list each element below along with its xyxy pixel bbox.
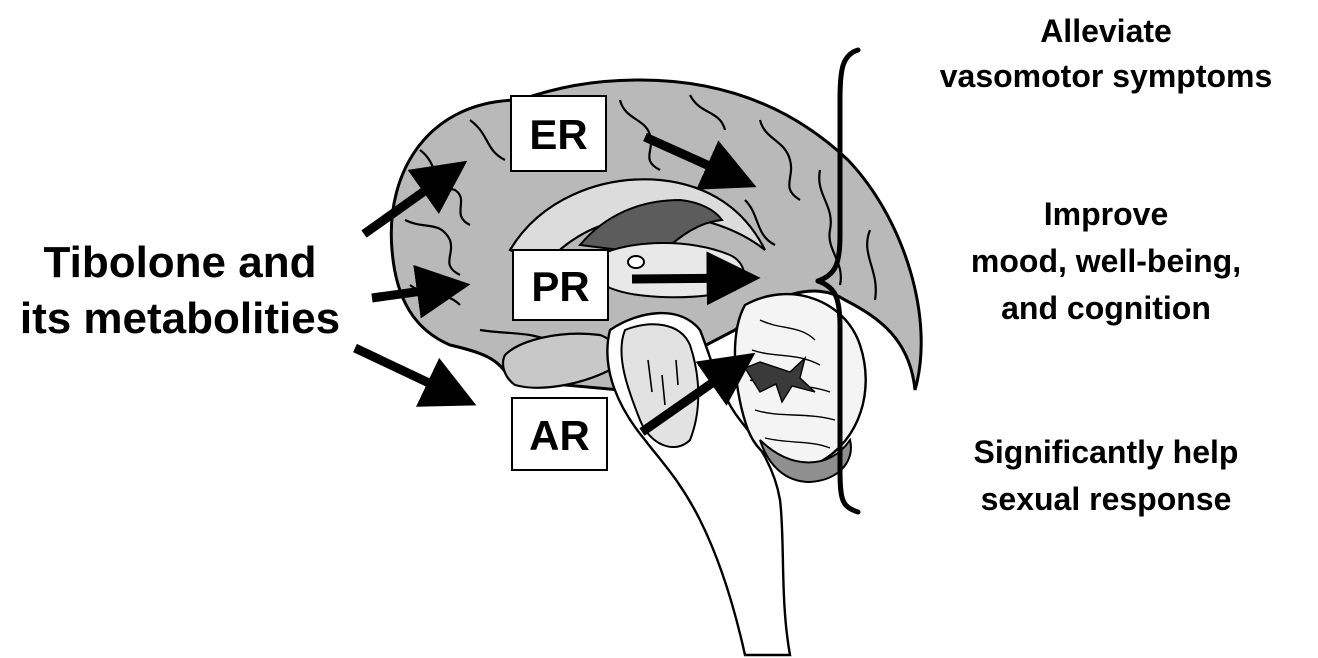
effect-sexual: Significantly help sexual response <box>974 434 1239 517</box>
source-label: Tibolone and its metabolities <box>20 238 340 343</box>
source-line-2: its metabolities <box>20 294 340 343</box>
effect-mood-line-2: mood, well-being, <box>971 243 1241 279</box>
effect-mood: Improve mood, well-being, and cognition <box>971 196 1241 326</box>
source-line-1: Tibolone and <box>44 238 317 287</box>
effect-sexual-line-1: Significantly help <box>974 434 1239 470</box>
pr-box: PR <box>513 250 608 320</box>
effect-mood-line-1: Improve <box>1044 196 1168 232</box>
ar-label: AR <box>529 412 590 459</box>
effect-vasomotor-line-1: Alleviate <box>1040 13 1172 49</box>
er-box: ER <box>511 96 606 171</box>
er-label: ER <box>529 111 587 158</box>
effect-sexual-line-2: sexual response <box>981 481 1232 517</box>
pons <box>621 324 698 447</box>
effect-vasomotor-line-2: vasomotor symptoms <box>940 58 1273 94</box>
arrow-to-temporal <box>355 348 465 400</box>
nucleus <box>628 256 644 268</box>
thalamus <box>596 243 744 297</box>
pr-label: PR <box>531 263 589 310</box>
arrow-pr-to-hypothalamus <box>632 278 748 279</box>
effect-mood-line-3: and cognition <box>1001 290 1211 326</box>
ar-box: AR <box>512 398 607 470</box>
effect-vasomotor: Alleviate vasomotor symptoms <box>940 13 1273 94</box>
